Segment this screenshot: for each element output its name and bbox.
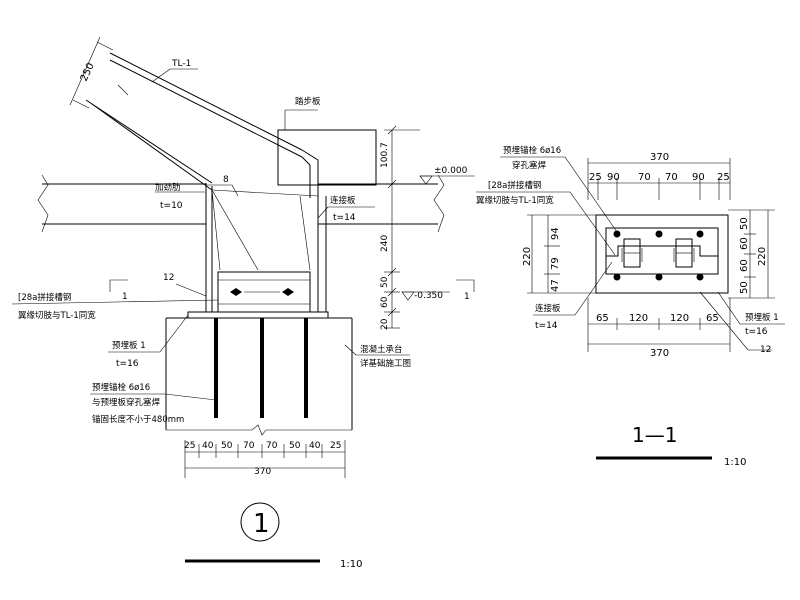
sec-top-dim-3: 70 bbox=[665, 172, 678, 183]
floor-slab bbox=[37, 174, 445, 233]
section-title: 1—1 bbox=[632, 423, 677, 447]
detail-label: 1 bbox=[253, 509, 270, 539]
bolt-label-3: 锚固长度不小于480mm bbox=[92, 414, 184, 425]
hdim-4: 70 bbox=[266, 441, 278, 451]
sec-bot-dim-3: 65 bbox=[706, 313, 719, 324]
weld-size-12: 12 bbox=[163, 273, 174, 283]
sec-conn-label: 连接板 bbox=[535, 303, 561, 314]
sec-top-total: 370 bbox=[650, 152, 669, 163]
vdim-1: 240 bbox=[380, 235, 390, 252]
sec-bolt-label-2: 穿孔塞焊 bbox=[512, 160, 547, 171]
stiffener-label: 加劲肋 bbox=[155, 182, 181, 193]
hdim-6: 40 bbox=[309, 441, 321, 451]
channel-splice bbox=[217, 271, 311, 313]
sec-left-dim-2: 47 bbox=[550, 279, 561, 292]
conn-plate-label: 连接板 bbox=[330, 195, 356, 206]
embedded-plate bbox=[165, 311, 353, 436]
sec-embed-label: 预埋板 1 bbox=[745, 312, 779, 323]
concrete-label-2: 详基础施工图 bbox=[360, 358, 411, 369]
detail-label-circle bbox=[240, 502, 280, 542]
hdim-5: 50 bbox=[289, 441, 301, 451]
elev-top-label: ±0.000 bbox=[434, 166, 468, 176]
stiffener-t: t=10 bbox=[160, 201, 183, 211]
sec-bolts bbox=[613, 230, 704, 281]
vdim-0: 100.7 bbox=[380, 142, 390, 168]
embed-plate-t: t=16 bbox=[116, 359, 139, 369]
hdim-0: 25 bbox=[184, 441, 195, 451]
vdim-3: 60 bbox=[380, 296, 390, 308]
tl-label: TL-1 bbox=[171, 59, 191, 69]
sec-top-dims bbox=[587, 158, 731, 200]
tread-label: 踏步板 bbox=[295, 96, 321, 107]
sec-left-dim-0: 94 bbox=[550, 227, 561, 240]
sec-channel-label-2: 翼缘切肢与TL-1同宽 bbox=[476, 195, 554, 206]
embed-plate-label: 预埋板 1 bbox=[112, 340, 146, 351]
stair-beam bbox=[69, 36, 319, 198]
vdim-4: 20 bbox=[380, 318, 390, 330]
detail-scale: 1:10 bbox=[340, 559, 362, 570]
weld-size-8: 8 bbox=[223, 175, 229, 185]
sec-right-dim-0: 50 bbox=[739, 217, 750, 230]
sec-right-dim-2: 60 bbox=[739, 259, 750, 272]
vertical-dims bbox=[384, 125, 420, 329]
elev-bot-label: -0.350 bbox=[414, 291, 443, 301]
sec-top-dim-5: 25 bbox=[717, 172, 730, 183]
cut-left-label: 1 bbox=[122, 292, 128, 302]
sec-bot-dim-2: 120 bbox=[670, 313, 689, 324]
sec-bottom-dims bbox=[587, 298, 731, 352]
sec-top-dim-1: 90 bbox=[607, 172, 620, 183]
concrete-label-1: 混凝土承台 bbox=[360, 344, 403, 355]
sec-right-total: 220 bbox=[757, 247, 768, 266]
sec-channel-label-1: [28a拼接槽钢 bbox=[488, 180, 541, 191]
sec-embed-t: t=16 bbox=[745, 327, 768, 337]
sec-top-dim-2: 70 bbox=[638, 172, 651, 183]
sec-right-dim-1: 60 bbox=[739, 237, 750, 250]
channel-label-1: [28a拼接槽钢 bbox=[18, 292, 71, 303]
sec-bot-total: 370 bbox=[650, 348, 669, 359]
sec-left-dims bbox=[527, 214, 596, 294]
section-cut-right bbox=[456, 279, 475, 292]
hdim-2: 50 bbox=[221, 441, 233, 451]
section-cut-left bbox=[109, 279, 128, 292]
elevation-bottom bbox=[401, 291, 450, 301]
channel-label-2: 翼缘切肢与TL-1同宽 bbox=[18, 310, 96, 321]
sec-right-dim-3: 50 bbox=[739, 281, 750, 294]
sec-bot-dim-0: 65 bbox=[596, 313, 609, 324]
vdim-2: 50 bbox=[380, 276, 390, 288]
elevation-top bbox=[419, 175, 475, 185]
sec-bot-dim-1: 120 bbox=[629, 313, 648, 324]
detail-1: 250 TL-1 踏步板 bbox=[11, 36, 475, 570]
sec-left-dim-1: 79 bbox=[550, 257, 561, 270]
sec-left-total: 220 bbox=[522, 247, 533, 266]
sec-plate bbox=[595, 214, 729, 294]
hdim-3: 70 bbox=[243, 441, 255, 451]
hdim-1: 40 bbox=[202, 441, 214, 451]
hdim-7: 25 bbox=[330, 441, 341, 451]
bolt-label-1: 预埋锚栓 6ø16 bbox=[92, 382, 150, 393]
section-1-1: 预埋锚栓 6ø16 穿孔塞焊 370 25 90 70 70 90 25 [28… bbox=[476, 145, 785, 468]
top-dim-label: 250 bbox=[79, 61, 97, 83]
sec-bolt-label-1: 预埋锚栓 6ø16 bbox=[503, 145, 561, 156]
section-scale: 1:10 bbox=[724, 457, 746, 468]
anchor-bolts bbox=[214, 318, 308, 418]
conn-plate-t: t=14 bbox=[333, 213, 356, 223]
horizontal-dims bbox=[184, 440, 346, 478]
stiffener-assembly bbox=[205, 183, 327, 312]
hdim-total: 370 bbox=[254, 467, 271, 477]
sec-top-dim-4: 90 bbox=[692, 172, 705, 183]
sec-top-dim-0: 25 bbox=[589, 172, 602, 183]
tread-plate bbox=[277, 109, 377, 186]
bolt-label-2: 与预埋板穿孔塞焊 bbox=[92, 397, 161, 408]
sec-right-dims bbox=[728, 209, 775, 299]
cut-right-label: 1 bbox=[464, 292, 470, 302]
sec-conn-t: t=14 bbox=[535, 321, 558, 331]
